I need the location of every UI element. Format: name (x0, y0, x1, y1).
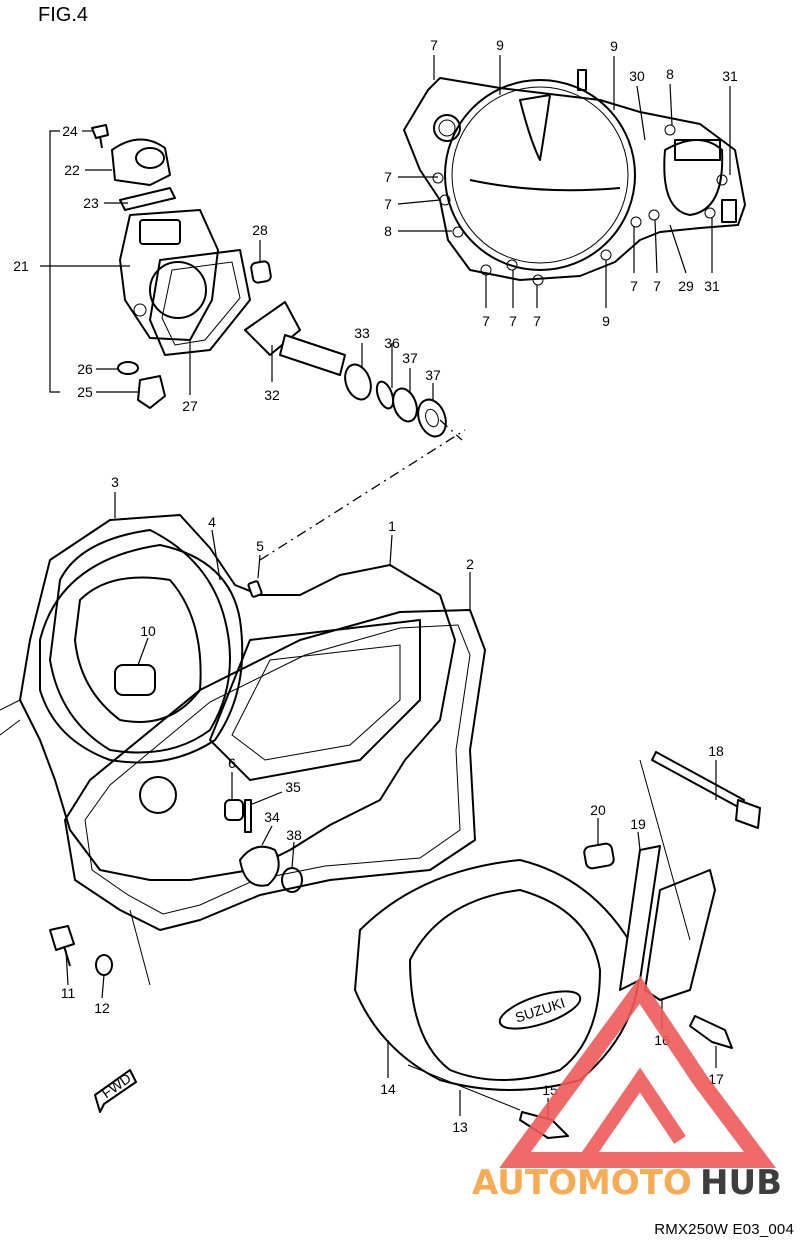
callout-13: 13 (452, 1119, 468, 1135)
callout-1: 1 (388, 518, 396, 534)
cover-gasket (39, 544, 244, 764)
svg-text:HUB: HUB (700, 1163, 782, 1203)
guard (644, 869, 716, 1001)
callout-18: 18 (708, 743, 724, 759)
callout-7: 7 (430, 37, 438, 53)
callout-29: 29 (678, 278, 694, 294)
callout-27: 27 (182, 398, 198, 414)
callout-38: 38 (286, 827, 302, 843)
callout-7: 7 (653, 278, 661, 294)
reference-lines (0, 419, 691, 1111)
callout-5: 5 (256, 538, 264, 554)
callout-11: 11 (61, 985, 76, 1001)
callout-32: 32 (264, 387, 280, 403)
callout-24: 24 (62, 123, 78, 139)
callout-33: 33 (354, 325, 370, 341)
small-parts (49, 580, 303, 976)
callout-8: 8 (666, 66, 674, 82)
callout-22: 22 (64, 162, 80, 178)
callout-31: 31 (704, 278, 720, 294)
figure-label: FIG.4 (38, 4, 89, 26)
callout-9: 9 (610, 38, 618, 54)
clutch-cover (403, 69, 746, 286)
callout-7: 7 (384, 169, 392, 185)
bolt-18 (651, 751, 745, 809)
callout-25: 25 (77, 384, 93, 400)
callout-19: 19 (630, 816, 646, 832)
drawing-code: RMX250W E03_004 (654, 1221, 794, 1238)
callout-36: 36 (384, 335, 400, 351)
callout-7: 7 (482, 313, 490, 329)
water-pump-assembly (91, 124, 447, 438)
callout-30: 30 (629, 68, 645, 84)
fwd-arrow-icon: FWD (94, 1069, 137, 1113)
callout-28: 28 (252, 222, 268, 238)
callout-6: 6 (228, 755, 236, 771)
callout-14: 14 (380, 1081, 396, 1097)
callout-7: 7 (630, 278, 638, 294)
callout-37: 37 (425, 367, 441, 383)
callout-9: 9 (602, 313, 610, 329)
svg-text:AUTOMOTO: AUTOMOTO (472, 1163, 692, 1203)
callout-4: 4 (208, 514, 216, 530)
callout-10: 10 (140, 623, 156, 639)
callout-34: 34 (264, 809, 280, 825)
callout-23: 23 (83, 195, 99, 211)
callout-7: 7 (509, 313, 517, 329)
callout-2: 2 (466, 556, 474, 572)
callout-35: 35 (285, 779, 301, 795)
callout-20: 20 (590, 802, 606, 818)
collar (583, 842, 615, 870)
callout-7: 7 (384, 196, 392, 212)
callout-numbers: 7 9 9 30 8 31 7 7 8 7 7 7 9 7 7 29 31 24… (13, 37, 738, 1135)
callout-37: 37 (402, 350, 418, 366)
callout-8: 8 (384, 223, 392, 239)
callout-9: 9 (496, 37, 504, 53)
callout-7: 7 (533, 313, 541, 329)
callout-12: 12 (94, 1000, 110, 1016)
callout-3: 3 (111, 474, 119, 490)
crankcase-gasket (64, 609, 486, 931)
watermark-logo: AUTOMOTO HUB (472, 976, 782, 1203)
callout-26: 26 (77, 361, 93, 377)
callout-21: 21 (13, 258, 29, 274)
callout-31: 31 (722, 68, 738, 84)
magneto-cover: SUZUKI (354, 859, 641, 1091)
